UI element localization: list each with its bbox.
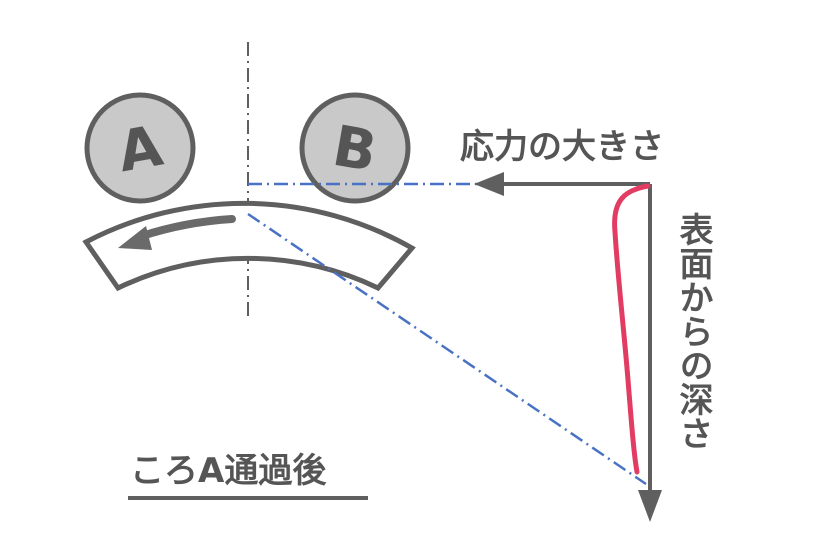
stress-axis-label: 応力の大きさ bbox=[460, 127, 664, 167]
roller-b: B bbox=[299, 92, 411, 204]
roller-a: A bbox=[84, 92, 196, 204]
depth-axis-label: 表面からの深さ bbox=[673, 212, 713, 450]
depth-guide-line bbox=[247, 212, 647, 486]
motion-arrow bbox=[118, 215, 236, 250]
stress-axis bbox=[474, 172, 650, 196]
depth-axis bbox=[638, 184, 662, 522]
caption: ころA通過後 bbox=[130, 451, 327, 491]
curved-raceway bbox=[82, 200, 416, 292]
stress-curve bbox=[612, 183, 651, 475]
